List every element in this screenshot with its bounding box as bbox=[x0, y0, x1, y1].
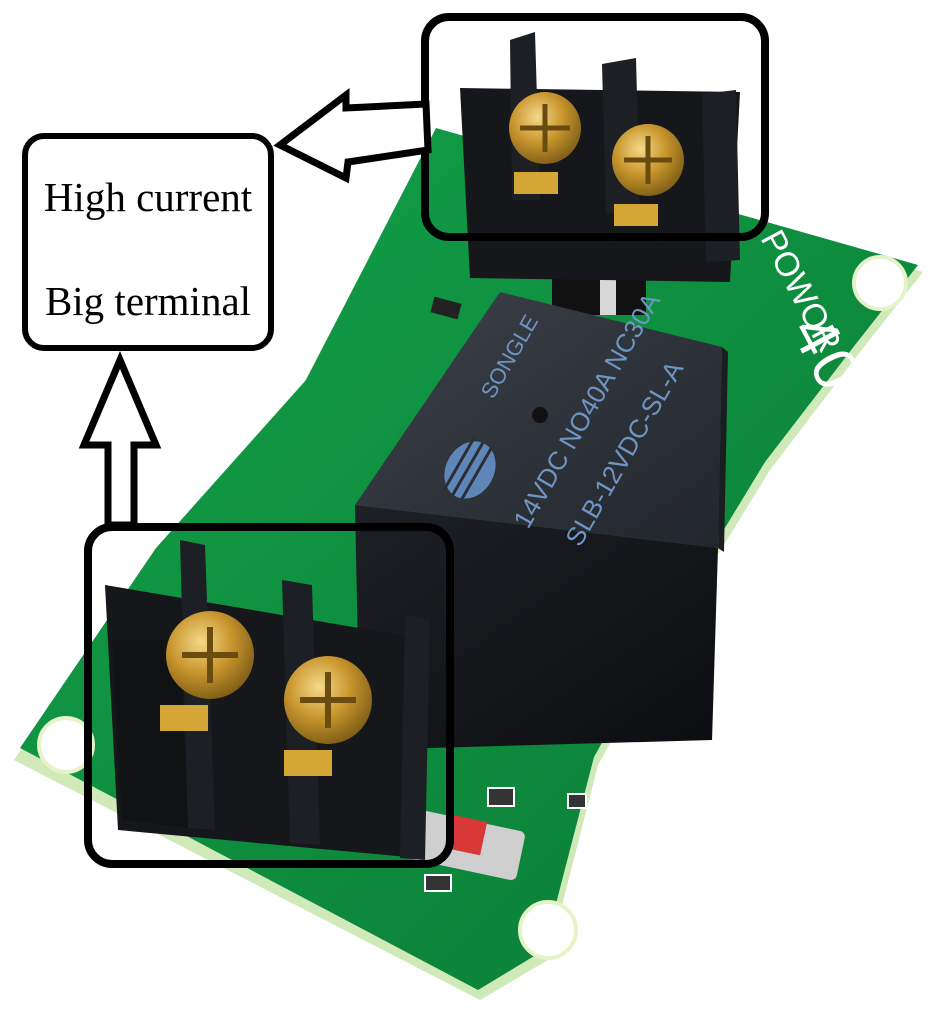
relay-logo-icon bbox=[442, 437, 496, 501]
smd-components bbox=[424, 296, 587, 892]
highlight-box-bottom bbox=[84, 523, 454, 868]
arrow-up-icon bbox=[78, 351, 162, 529]
callout-line-high-current: High current bbox=[43, 174, 253, 220]
relay: SONGLE 14VDC NO40A NC30A SLB-12VDC-SL-A bbox=[355, 287, 728, 750]
top-terminal-block bbox=[460, 32, 740, 282]
callout-line-big-terminal: Big terminal bbox=[44, 278, 252, 324]
callout-box: High current Big terminal bbox=[22, 133, 274, 351]
bottom-terminal-block bbox=[105, 540, 430, 860]
arrow-left-icon bbox=[273, 87, 432, 184]
